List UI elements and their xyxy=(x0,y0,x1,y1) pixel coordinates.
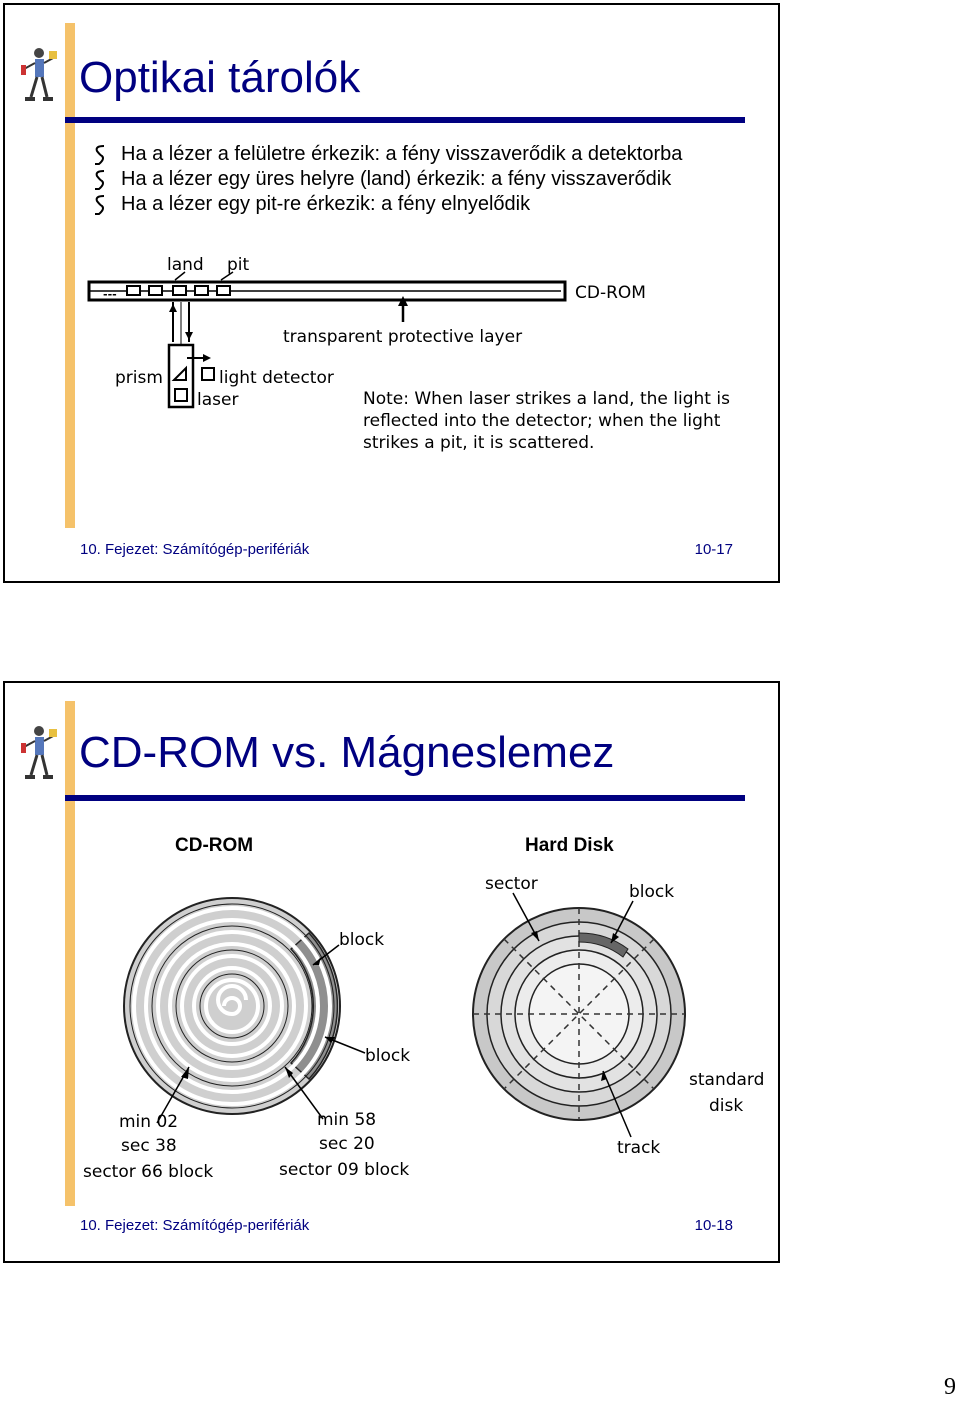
track-label: track xyxy=(617,1138,660,1158)
cdrom-spiral-diagram: block block min 02 sec 38 sector 66 bloc… xyxy=(83,897,410,1182)
light-detector-label: light detector xyxy=(219,368,334,388)
bullet-list: Ha a lézer a felületre érkezik: a fény v… xyxy=(91,142,682,217)
standard-disk-label: disk xyxy=(709,1096,743,1116)
title-underline xyxy=(65,795,745,801)
harddisk-column-label: Hard Disk xyxy=(525,835,614,856)
mascot-logo-icon xyxy=(21,726,57,779)
pit-label: pit xyxy=(227,255,250,275)
accent-bar-vertical xyxy=(65,23,75,528)
slide-title: Optikai tárolók xyxy=(79,53,361,102)
footer-slide-number: 10-17 xyxy=(694,541,733,558)
cdrom-column-label: CD-ROM xyxy=(175,835,254,856)
note-line-3: strikes a pit, it is scattered. xyxy=(363,433,594,453)
footer-chapter: 10. Fejezet: Számítógép-perifériák xyxy=(80,541,310,558)
block-label: block xyxy=(629,882,674,902)
protective-layer-label: transparent protective layer xyxy=(283,327,522,347)
footer-slide-number: 10-18 xyxy=(694,1217,733,1234)
accent-bar-vertical xyxy=(65,701,75,1206)
block-label: block xyxy=(339,930,384,950)
right-sector-label: sector 09 block xyxy=(279,1160,409,1180)
note-line-1: Note: When laser strikes a land, the lig… xyxy=(363,389,730,409)
bullet-item: Ha a lézer a felületre érkezik: a fény v… xyxy=(91,142,682,167)
bullet-text: Ha a lézer egy üres helyre (land) érkezi… xyxy=(121,168,672,190)
standard-disk-label: standard xyxy=(689,1070,764,1090)
bullet-text: Ha a lézer egy pit-re érkezik: a fény el… xyxy=(121,193,531,215)
bullet-icon xyxy=(95,194,105,215)
cdrom-laser-diagram: --- land pit CD-ROM transparent protecti… xyxy=(87,255,730,453)
sector-label: sector xyxy=(485,874,538,894)
bullet-item: Ha a lézer egy pit-re érkezik: a fény el… xyxy=(91,192,682,217)
bullet-icon xyxy=(95,144,105,165)
bullet-text: Ha a lézer a felületre érkezik: a fény v… xyxy=(121,143,683,165)
slide-optical-storage: Optikai tárolók Ha a lézer a felületre é… xyxy=(3,3,780,583)
cdrom-label: CD-ROM xyxy=(575,283,646,303)
svg-text:---: --- xyxy=(103,288,117,301)
mascot-logo-icon xyxy=(21,48,57,101)
footer-chapter: 10. Fejezet: Számítógép-perifériák xyxy=(80,1217,310,1234)
laser-label: laser xyxy=(197,390,238,410)
note-line-2: reflected into the detector; when the li… xyxy=(363,411,721,431)
right-sec-label: sec 20 xyxy=(319,1134,375,1154)
land-label: land xyxy=(167,255,204,275)
right-min-label: min 58 xyxy=(317,1110,376,1130)
block-label: block xyxy=(365,1046,410,1066)
prism-label: prism xyxy=(115,368,163,388)
slide-cdrom-vs-disk: CD-ROM vs. Mágneslemez CD-ROM Hard Disk … xyxy=(3,681,780,1263)
left-sector-label: sector 66 block xyxy=(83,1162,213,1182)
left-sec-label: sec 38 xyxy=(121,1136,177,1156)
title-underline xyxy=(65,117,745,123)
page-number: 9 xyxy=(944,1374,956,1400)
slide-title: CD-ROM vs. Mágneslemez xyxy=(79,728,615,777)
left-min-label: min 02 xyxy=(119,1112,178,1132)
harddisk-diagram: sector block standard disk track xyxy=(472,874,764,1158)
bullet-item: Ha a lézer egy üres helyre (land) érkezi… xyxy=(91,167,682,192)
bullet-icon xyxy=(95,169,105,190)
